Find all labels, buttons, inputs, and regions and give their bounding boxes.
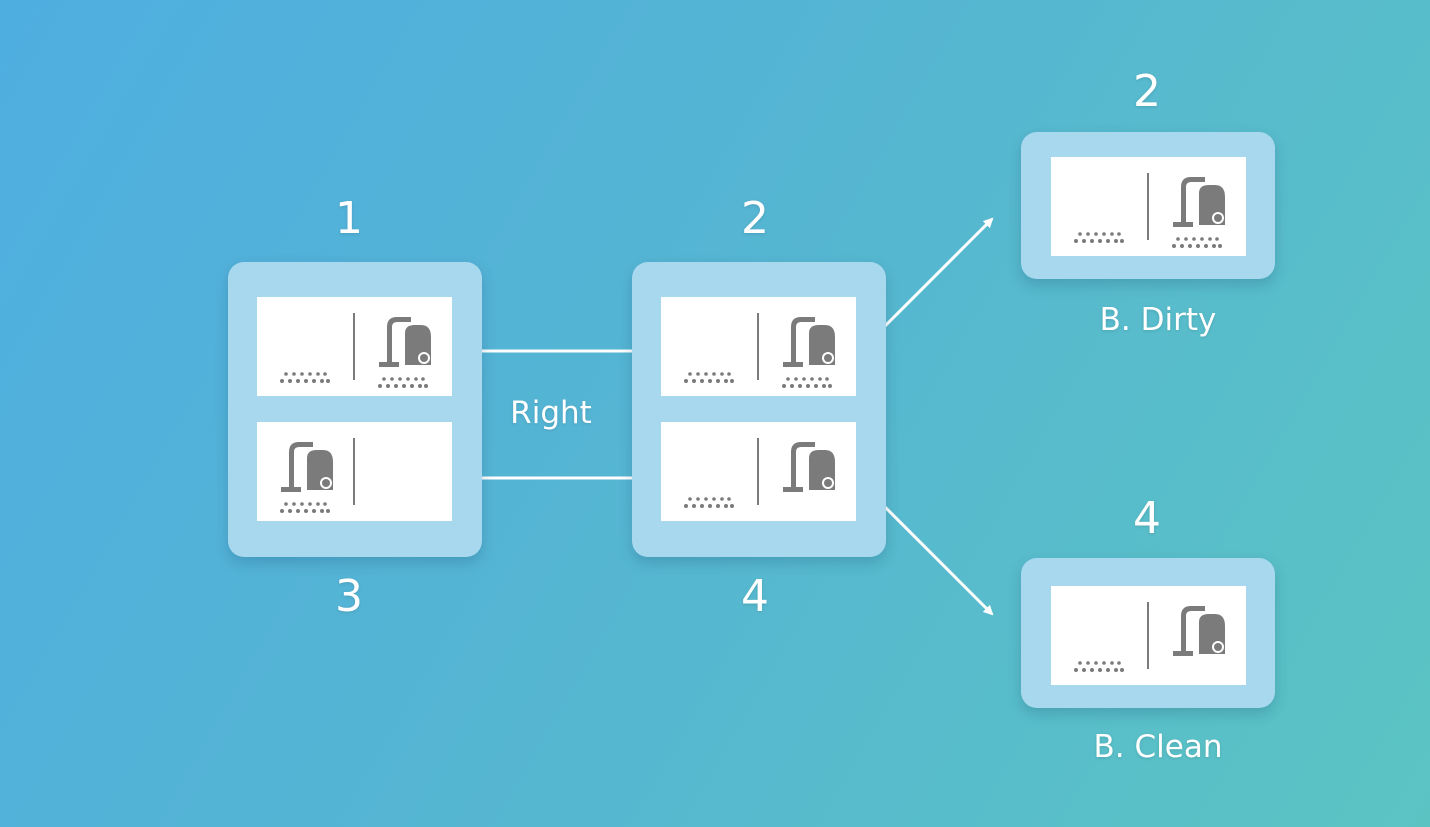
state-cell <box>1051 586 1246 685</box>
dirt-icon <box>684 497 734 508</box>
vacuum-icon <box>1173 177 1225 227</box>
dirty-outcome-group <box>1021 132 1275 279</box>
dirt-icon <box>1172 237 1222 248</box>
clean-top-label: 4 <box>1133 493 1161 544</box>
vacuum-icon <box>1173 606 1225 656</box>
dirt-icon <box>1074 661 1124 672</box>
clean-outcome-group <box>1021 558 1275 708</box>
state-cell <box>661 297 856 396</box>
start-top-label: 1 <box>335 193 363 244</box>
vacuum-icon <box>281 442 333 492</box>
vacuum-icon <box>783 442 835 492</box>
action-label: Right <box>510 395 592 431</box>
dirt-icon <box>1074 232 1124 243</box>
start-bottom-label: 3 <box>335 571 363 622</box>
middle-bottom-label: 4 <box>741 571 769 622</box>
dirt-icon <box>684 372 734 383</box>
dirty-caption: B. Dirty <box>1099 302 1217 338</box>
state-cell <box>661 422 856 521</box>
state-cell <box>257 297 452 396</box>
dirt-icon <box>378 377 428 388</box>
middle-top-label: 2 <box>741 193 769 244</box>
dirt-icon <box>280 502 330 513</box>
vacuum-icon <box>379 317 431 367</box>
dirty-top-label: 2 <box>1133 66 1161 117</box>
start-state-group <box>228 262 482 557</box>
state-cell <box>257 422 452 521</box>
vacuum-icon <box>783 317 835 367</box>
dirt-icon <box>280 372 330 383</box>
middle-state-group <box>632 262 886 557</box>
clean-caption: B. Clean <box>1093 729 1223 765</box>
state-cell <box>1051 157 1246 256</box>
dirt-icon <box>782 377 832 388</box>
